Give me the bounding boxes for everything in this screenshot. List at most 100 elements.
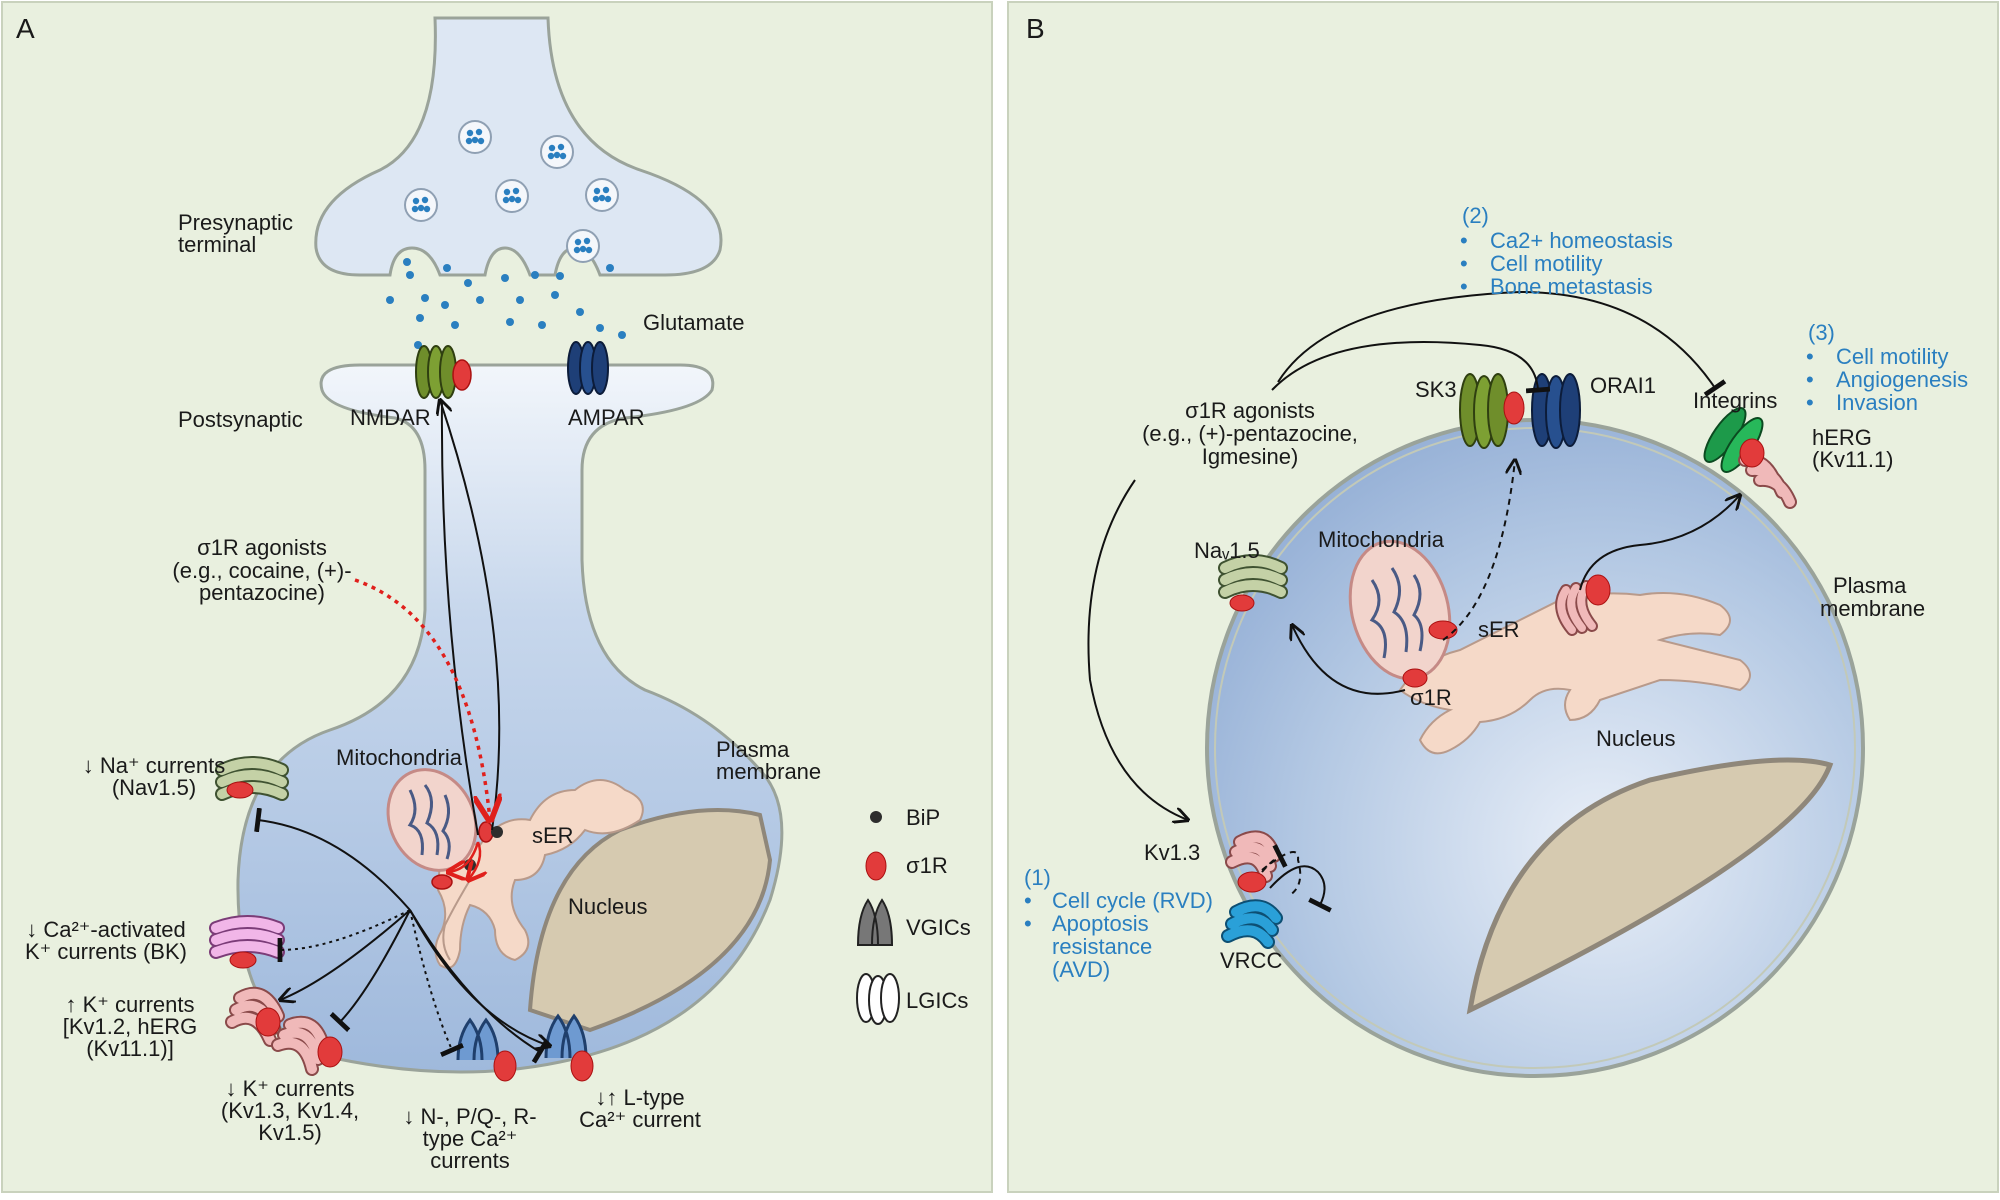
panel-b-labels: (2) • Ca2+ homeostasis • Cell motility •… bbox=[1024, 203, 1968, 982]
nucleus-a-shape bbox=[527, 808, 773, 1033]
ser-a-shape bbox=[434, 779, 644, 969]
sigma-b-label: σ1R bbox=[1410, 685, 1452, 710]
legend-bip-icon bbox=[870, 811, 882, 823]
ser-b-shape bbox=[1398, 591, 1751, 755]
group3-bullet-3: • bbox=[1806, 390, 1814, 415]
ltype-2: Ca²⁺ current bbox=[579, 1107, 701, 1132]
group1-bullet-2: • bbox=[1024, 911, 1032, 936]
integrins-label: Integrins bbox=[1693, 388, 1777, 413]
glutamate-dot bbox=[471, 136, 479, 144]
er-channel-icon bbox=[1555, 574, 1611, 636]
synaptic-vesicles bbox=[404, 120, 619, 263]
npqr-1: ↓ N-, P/Q-, R- bbox=[403, 1104, 536, 1129]
k-down-2: (Kv1.3, Kv1.4, bbox=[221, 1098, 359, 1123]
glutamate-dot bbox=[443, 264, 451, 272]
glutamate-dot bbox=[441, 301, 449, 309]
glutamate-dot bbox=[548, 144, 556, 152]
group2-bullet-3: • bbox=[1460, 274, 1468, 299]
plasma-membrane-a-1: Plasma bbox=[716, 737, 790, 762]
glutamate-dot bbox=[501, 274, 509, 282]
group1-item-2: Apoptosis bbox=[1052, 911, 1149, 936]
plasma-membrane-b-2: membrane bbox=[1820, 596, 1925, 621]
bk-currents-1: ↓ Ca²⁺-activated bbox=[26, 917, 186, 942]
glutamate-dot bbox=[477, 137, 485, 145]
glutamate-dot bbox=[465, 137, 473, 145]
agonists-b-line3: Igmesine) bbox=[1202, 444, 1299, 469]
glutamate-dot bbox=[506, 318, 514, 326]
group1-bullet-1: • bbox=[1024, 888, 1032, 913]
k-up-1: ↑ K⁺ currents bbox=[66, 992, 195, 1017]
glutamate-dot bbox=[531, 271, 539, 279]
herg-label-1: hERG bbox=[1812, 425, 1872, 450]
glutamate-dot bbox=[406, 271, 414, 279]
glutamate-dot bbox=[553, 151, 561, 159]
npqr-2: type Ca²⁺ bbox=[423, 1126, 518, 1151]
glutamate-dot bbox=[503, 188, 511, 196]
group2-bullet-1: • bbox=[1460, 228, 1468, 253]
glutamate-dot bbox=[412, 197, 420, 205]
ampar-channel-icon bbox=[567, 341, 609, 395]
legend-sigma-icon bbox=[865, 851, 887, 881]
ltype-1: ↓↑ L-type bbox=[595, 1085, 684, 1110]
bk-currents-2: K⁺ currents (BK) bbox=[25, 939, 187, 964]
glutamate-dot bbox=[512, 187, 520, 195]
vrcc-label: VRCC bbox=[1220, 948, 1282, 973]
glutamate-dot bbox=[604, 195, 612, 203]
sigma-receptor-icon bbox=[1428, 620, 1458, 640]
glutamate-molecules bbox=[386, 258, 626, 349]
glutamate-label: Glutamate bbox=[643, 310, 745, 335]
k-up-2: [Kv1.2, hERG bbox=[63, 1014, 198, 1039]
glutamate-dot bbox=[514, 196, 522, 204]
glutamate-dot bbox=[421, 196, 429, 204]
glutamate-dot bbox=[551, 291, 559, 299]
mitochondria-b-label: Mitochondria bbox=[1318, 527, 1445, 552]
group2-bullet-2: • bbox=[1460, 251, 1468, 276]
glutamate-dot bbox=[592, 195, 600, 203]
nav15-b-label: Naᵥ1.5 bbox=[1194, 538, 1260, 563]
sigma-receptor-icon bbox=[431, 874, 453, 890]
glutamate-dot bbox=[466, 129, 474, 137]
orai1-channel-icon bbox=[1531, 373, 1581, 449]
group1-number: (1) bbox=[1024, 865, 1051, 890]
glutamate-dot bbox=[593, 187, 601, 195]
group3-number: (3) bbox=[1808, 320, 1835, 345]
glutamate-dot bbox=[475, 128, 483, 136]
glutamate-dot bbox=[579, 245, 587, 253]
glutamate-dot bbox=[585, 246, 593, 254]
glutamate-dot bbox=[596, 324, 604, 332]
sk3-channel-icon bbox=[1459, 373, 1525, 449]
nucleus-b-shape bbox=[1466, 757, 1834, 1015]
ampar-label: AMPAR bbox=[568, 405, 645, 430]
glutamate-dot bbox=[573, 246, 581, 254]
glutamate-dot bbox=[576, 308, 584, 316]
glutamate-dot bbox=[618, 331, 626, 339]
glutamate-dot bbox=[557, 143, 565, 151]
presynaptic-label-2: terminal bbox=[178, 232, 256, 257]
nucleus-a-label: Nucleus bbox=[568, 894, 647, 919]
vrcc-channel-icon bbox=[1221, 899, 1283, 949]
k-up-3: (Kv11.1)] bbox=[86, 1036, 174, 1061]
glutamate-dot bbox=[574, 238, 582, 246]
ser-a-label: sER bbox=[532, 823, 574, 848]
herg-label-2: (Kv11.1) bbox=[1812, 447, 1894, 472]
arrows-panel-b bbox=[1087, 290, 1740, 913]
glutamate-dot bbox=[516, 296, 524, 304]
nucleus-b-label: Nucleus bbox=[1596, 726, 1675, 751]
kv13-channel-icon bbox=[1225, 830, 1281, 893]
glutamate-dot bbox=[416, 314, 424, 322]
group3-item-2: Angiogenesis bbox=[1836, 367, 1968, 392]
sigma-receptor-icon bbox=[478, 821, 494, 843]
group2-item-2: Cell motility bbox=[1490, 251, 1602, 276]
panel-a-letter: A bbox=[16, 13, 35, 44]
glutamate-dot bbox=[556, 272, 564, 280]
glutamate-dot bbox=[583, 237, 591, 245]
glutamate-dot bbox=[411, 205, 419, 213]
glutamate-dot bbox=[476, 296, 484, 304]
glutamate-dot bbox=[464, 279, 472, 287]
bk-channel-icon bbox=[209, 915, 285, 969]
nmdar-channel-icon bbox=[415, 345, 472, 399]
glutamate-dot bbox=[386, 296, 394, 304]
group3-bullet-2: • bbox=[1806, 367, 1814, 392]
postsynaptic-label: Postsynaptic bbox=[178, 407, 303, 432]
legend-lgics-label: LGICs bbox=[906, 988, 968, 1013]
